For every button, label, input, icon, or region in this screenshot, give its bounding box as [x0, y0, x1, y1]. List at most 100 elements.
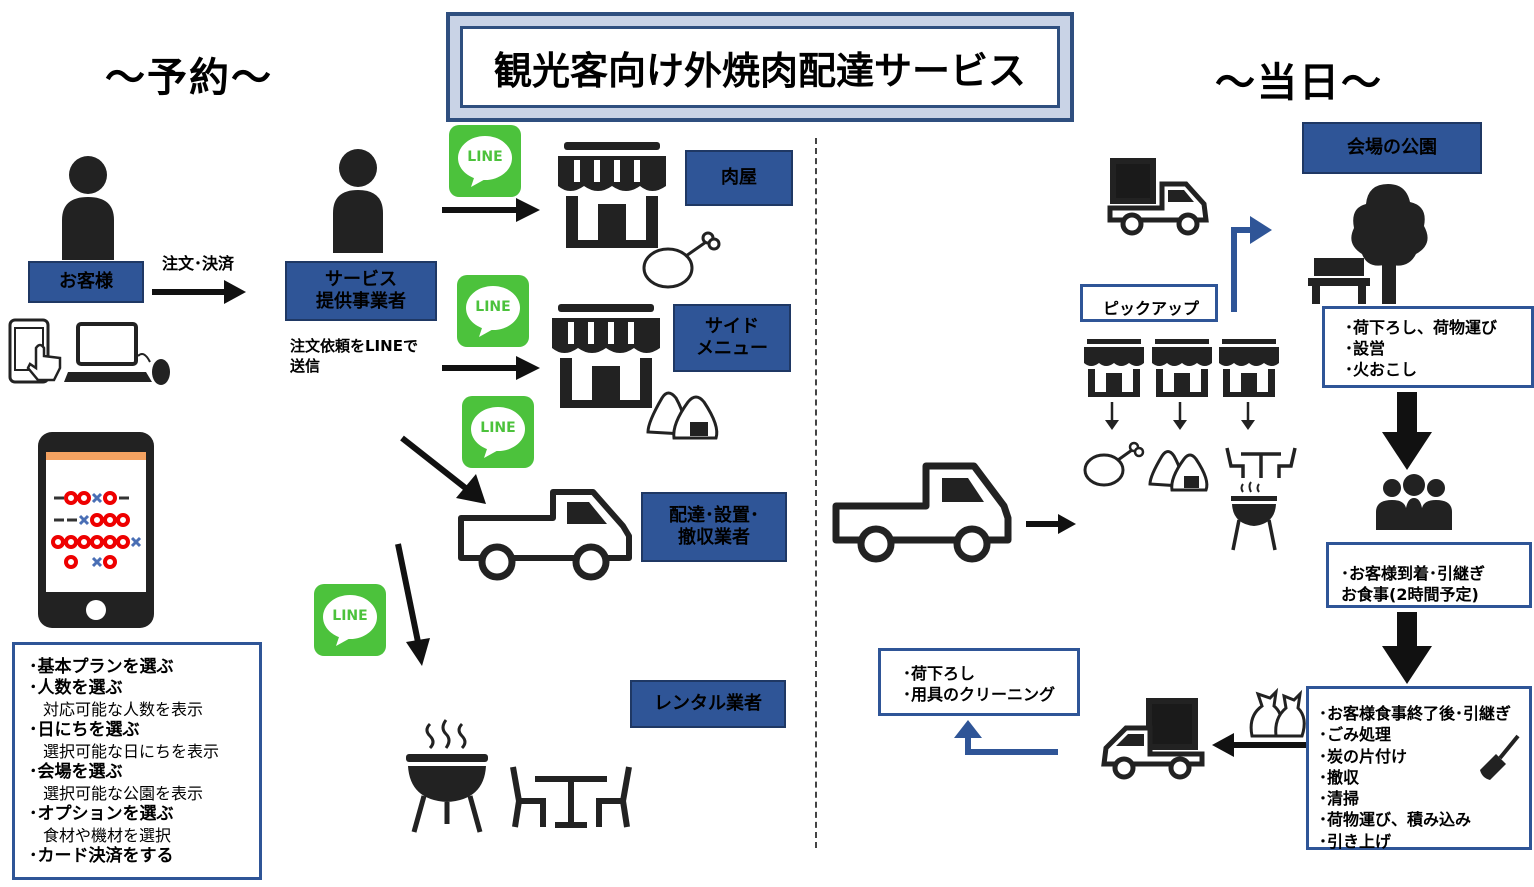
- line-icon-label: LINE: [475, 299, 511, 315]
- heading-reservation: ～予約～: [105, 55, 273, 101]
- delivery-label-1: 配達･設置･: [669, 505, 759, 526]
- customer-person-icon: [62, 156, 114, 260]
- venue-task: ･火おこし: [1345, 360, 1418, 379]
- title-frame: 観光客向け外焼肉配達サービス: [446, 12, 1074, 122]
- side-menu-box: サイドメニュー: [673, 304, 791, 372]
- meat-small-icon: [1083, 441, 1145, 487]
- step-option-note: 食材や機材を選択: [43, 826, 172, 845]
- trash-bags-icon: [1249, 687, 1306, 738]
- butcher-label: 肉屋: [721, 167, 757, 188]
- return-task: ･荷下ろし: [903, 664, 976, 683]
- end-task: ･撤収: [1319, 767, 1360, 787]
- group-people-icon: [1376, 474, 1452, 530]
- arrival-line-2: お食事(2時間予定): [1341, 585, 1479, 604]
- shop-small-icon-3: [1219, 339, 1279, 397]
- shop-small-icon-1: [1084, 339, 1144, 397]
- side-menu-shop-icon: [552, 304, 660, 408]
- park-tree-bench-icon: [1308, 184, 1428, 304]
- step-venue-note: 選択可能な公園を表示: [43, 784, 204, 803]
- rental-box: レンタル業者: [630, 680, 786, 728]
- return-truck-icon: [1101, 698, 1205, 780]
- rental-label: レンタル業者: [654, 693, 762, 714]
- provider-person-icon: [333, 149, 383, 253]
- provider-label-2: 提供事業者: [316, 291, 406, 312]
- step-people: ･人数を選ぶ: [29, 678, 123, 698]
- broom-icon: [1480, 734, 1520, 780]
- provider-box: サービス提供事業者: [285, 261, 437, 321]
- provider-label-1: サービス: [325, 269, 397, 290]
- arrow-to-rental: [395, 543, 430, 666]
- arrow-to-butcher: [442, 198, 540, 222]
- arrival-box: ･お客様到着･引継ぎ お食事(2時間予定): [1326, 542, 1532, 608]
- end-task: ･引き上げ: [1319, 831, 1392, 851]
- delivery-truck-icon: [458, 489, 632, 581]
- side-menu-label-2: メニュー: [696, 338, 768, 359]
- step-payment: ･カード決済をする: [29, 846, 174, 866]
- step-option: ･オプションを選ぶ: [29, 804, 174, 824]
- page-title: 観光客向け外焼肉配達サービス: [460, 26, 1060, 108]
- line-icon-label: LINE: [467, 149, 503, 165]
- arrow-to-side: [442, 356, 540, 380]
- small-down-arrows: [1105, 402, 1255, 430]
- venue-task: ･設営: [1345, 339, 1386, 358]
- step-people-note: 対応可能な人数を表示: [43, 700, 204, 719]
- section-divider: [815, 138, 817, 848]
- tablet-touch-icon: [8, 318, 62, 384]
- venue-box: 会場の公園: [1302, 122, 1482, 174]
- delivery-box: 配達･設置･撤収業者: [641, 492, 787, 562]
- venue-tasks-box: ･荷下ろし、荷物運び ･設営 ･火おこし: [1322, 306, 1534, 388]
- step-date: ･日にちを選ぶ: [29, 720, 140, 740]
- step-date-note: 選択可能な日にちを表示: [43, 742, 220, 761]
- customer-box: お客様: [28, 261, 144, 303]
- day-of-truck-icon: [832, 462, 1012, 563]
- line-icon-butcher: LINE: [449, 125, 521, 197]
- pickup-box: ピックアップ: [1080, 284, 1218, 322]
- return-tasks-box: ･荷下ろし ･用具のクリーニング: [878, 648, 1080, 716]
- rice-ball-icon: [646, 391, 719, 440]
- butcher-shop-icon: [558, 142, 666, 248]
- line-icon-rental: LINE: [314, 584, 386, 656]
- rice-ball-small-icon: [1148, 450, 1209, 492]
- arrow-to-provider: [152, 280, 246, 304]
- grill-icon: [406, 719, 488, 833]
- heading-day-of: ～当日～: [1215, 60, 1383, 106]
- end-task: ･お客様食事終了後･引継ぎ: [1319, 704, 1512, 723]
- arrow-to-pickup-items: [1026, 514, 1076, 534]
- table-chairs-icon: [510, 766, 632, 828]
- venue-label: 会場の公園: [1347, 137, 1437, 158]
- smartphone-calendar-icon: [38, 432, 154, 628]
- pickup-truck-icon: [1107, 158, 1209, 236]
- shop-small-icon-2: [1152, 339, 1212, 397]
- arrow-to-return-truck: [1212, 733, 1306, 757]
- butcher-box: 肉屋: [685, 150, 793, 206]
- line-icon-label: LINE: [332, 608, 368, 624]
- order-payment-label: 注文･決済: [162, 254, 235, 273]
- down-arrow-1: [1382, 392, 1432, 470]
- end-task: ･炭の片付け: [1319, 746, 1408, 766]
- laptop-icon: [64, 322, 170, 385]
- meat-drumstick-icon: [642, 231, 721, 289]
- line-request-line-1: 注文依頼をLINEで: [290, 337, 418, 355]
- line-icon-side: LINE: [457, 275, 529, 347]
- customer-label: お客様: [59, 271, 113, 292]
- step-plan: ･基本プランを選ぶ: [29, 657, 174, 677]
- grill-table-small-icon: [1225, 447, 1297, 551]
- arrow-to-return-tasks: [954, 720, 1058, 755]
- arrival-line-1: ･お客様到着･引継ぎ: [1341, 564, 1486, 583]
- arrow-to-delivery: [400, 435, 486, 504]
- down-arrow-2: [1382, 612, 1432, 684]
- line-request-line-2: 送信: [290, 357, 321, 375]
- line-icon-label: LINE: [480, 420, 516, 436]
- end-task: ･ごみ処理: [1319, 725, 1392, 745]
- return-task: ･用具のクリーニング: [903, 685, 1056, 704]
- line-icon-delivery: LINE: [462, 396, 534, 468]
- delivery-label-2: 撤収業者: [678, 527, 750, 548]
- end-task: ･荷物運び、積み込み: [1319, 810, 1472, 830]
- reservation-steps-box: ･基本プランを選ぶ ･人数を選ぶ 対応可能な人数を表示 ･日にちを選ぶ 選択可能…: [12, 642, 262, 880]
- line-request-text: 注文依頼をLINEで 送信: [290, 336, 418, 376]
- step-venue: ･会場を選ぶ: [29, 762, 123, 782]
- end-task: ･清掃: [1319, 789, 1360, 809]
- arrow-to-venue: [1231, 216, 1272, 312]
- venue-task: ･荷下ろし、荷物運び: [1345, 318, 1498, 337]
- side-menu-label-1: サイド: [705, 316, 759, 337]
